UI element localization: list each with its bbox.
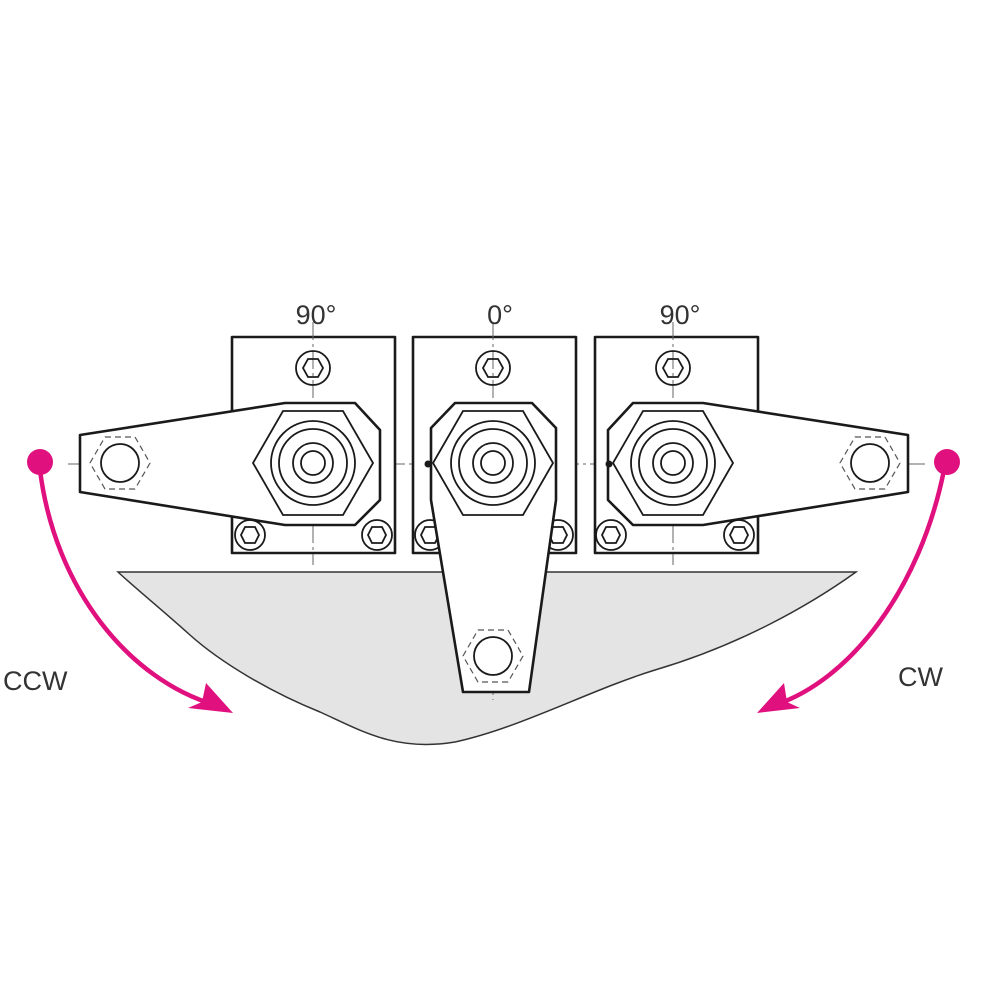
ccw-arrowhead [188,683,233,713]
right-top-screw [655,350,691,386]
left-clamp-arm [78,401,382,527]
ccw-label: CCW [3,666,68,696]
left-top-screw [295,350,331,386]
ccw-arrow-start-dot [27,449,53,475]
cw-label: CW [898,662,943,692]
cw-rotation-arrow [757,449,960,713]
pivot-dot-left [424,460,432,468]
left-bottom-right-screw [361,519,393,551]
left-angle-label: 90° [296,300,337,330]
right-bottom-left-screw [595,519,627,551]
right-clamp-arm [606,401,910,527]
left-clamp [78,322,397,565]
cw-arrowhead [757,683,800,713]
pivot-dot-right [605,460,613,468]
ccw-rotation-arrow [27,449,233,713]
right-angle-label: 90° [660,300,701,330]
center-angle-label: 0° [487,300,513,330]
cw-arrow-start-dot [934,449,960,475]
center-clamp [411,322,578,700]
right-clamp [593,322,910,565]
center-top-screw [475,350,511,386]
